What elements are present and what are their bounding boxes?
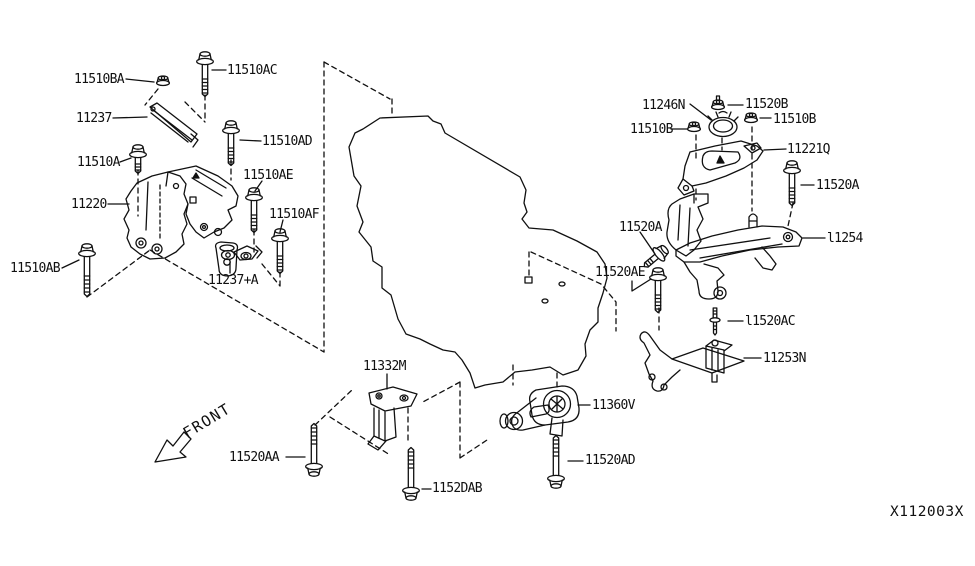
part-label-11510ab[interactable]: 11510AB: [10, 261, 61, 276]
bolt-11510a: [129, 144, 147, 175]
part-label-11237[interactable]: 11237: [76, 111, 112, 126]
part-11246n-drawing: [707, 110, 739, 138]
part-11254-drawing: [666, 193, 803, 300]
bolt-11510ab: [78, 243, 96, 298]
part-label-11510a[interactable]: 11510A: [77, 155, 120, 170]
bolt-11520ad: [547, 434, 565, 489]
part-label-11220[interactable]: 11220: [71, 197, 107, 212]
part-label-11246n[interactable]: 11246N: [642, 98, 685, 113]
part-label-11510b-left[interactable]: 11510B: [630, 122, 673, 137]
part-label-11510af[interactable]: 11510AF: [269, 207, 320, 222]
part-label-11510ba[interactable]: 11510BA: [74, 72, 125, 87]
front-arrow-icon: [154, 431, 192, 463]
part-label-11254[interactable]: l1254: [827, 231, 863, 246]
nut-11510b-left: [686, 121, 702, 133]
part-label-11221q[interactable]: 11221Q: [787, 142, 830, 157]
part-11237a-drawing: [220, 245, 263, 261]
part-label-11520ae[interactable]: 11520AE: [595, 265, 646, 280]
part-11332m-drawing: [367, 386, 418, 451]
bolt-11510af: [271, 228, 289, 275]
part-label-11510ac[interactable]: 11510AC: [227, 63, 278, 78]
stud-l1520ac: [709, 307, 721, 336]
nut-11510ba: [155, 75, 171, 87]
part-label-11237a[interactable]: 11237+A: [208, 273, 259, 288]
part-label-11253n[interactable]: 11253N: [763, 351, 806, 366]
bolt-11520b: [710, 95, 726, 111]
bolt-1152dab: [402, 446, 420, 501]
part-label-1152dab[interactable]: 1152DAB: [432, 481, 483, 496]
part-label-11520a-right[interactable]: 11520A: [816, 178, 859, 193]
projection-dashed-lines: [86, 61, 794, 459]
part-label-l1520ac[interactable]: l1520AC: [745, 314, 796, 329]
part-label-11360v[interactable]: 11360V: [592, 398, 635, 413]
part-label-11510ad[interactable]: 11510AD: [262, 134, 313, 149]
bolt-11520aa: [305, 422, 323, 477]
part-label-11520a-left[interactable]: 11520A: [619, 220, 662, 235]
bolt-11520a-right: [783, 160, 801, 207]
part-label-11510b-right[interactable]: 11510B: [773, 112, 816, 127]
part-11221q-drawing: [677, 140, 764, 196]
bolt-11510ae: [245, 187, 263, 234]
part-11253n-drawing: [639, 331, 745, 392]
bolt-11510ac: [196, 51, 214, 98]
part-label-11520ad[interactable]: 11520AD: [585, 453, 636, 468]
part-11360v-drawing: [499, 385, 580, 437]
bolt-11510ad: [222, 120, 240, 167]
part-11237-drawing: [149, 102, 199, 148]
nut-11510b-right: [743, 112, 759, 124]
engine-outline: [348, 115, 608, 389]
bolt-11520ae: [649, 267, 667, 314]
figure-id: X112003X: [890, 504, 964, 520]
leader-lines: [61, 69, 826, 490]
part-11220-drawing: [123, 165, 239, 277]
part-label-11332m[interactable]: 11332M: [363, 359, 406, 374]
part-label-11520b[interactable]: 11520B: [745, 97, 788, 112]
part-label-11510ae[interactable]: 11510AE: [243, 168, 294, 183]
part-label-11520aa[interactable]: 11520AA: [229, 450, 280, 465]
